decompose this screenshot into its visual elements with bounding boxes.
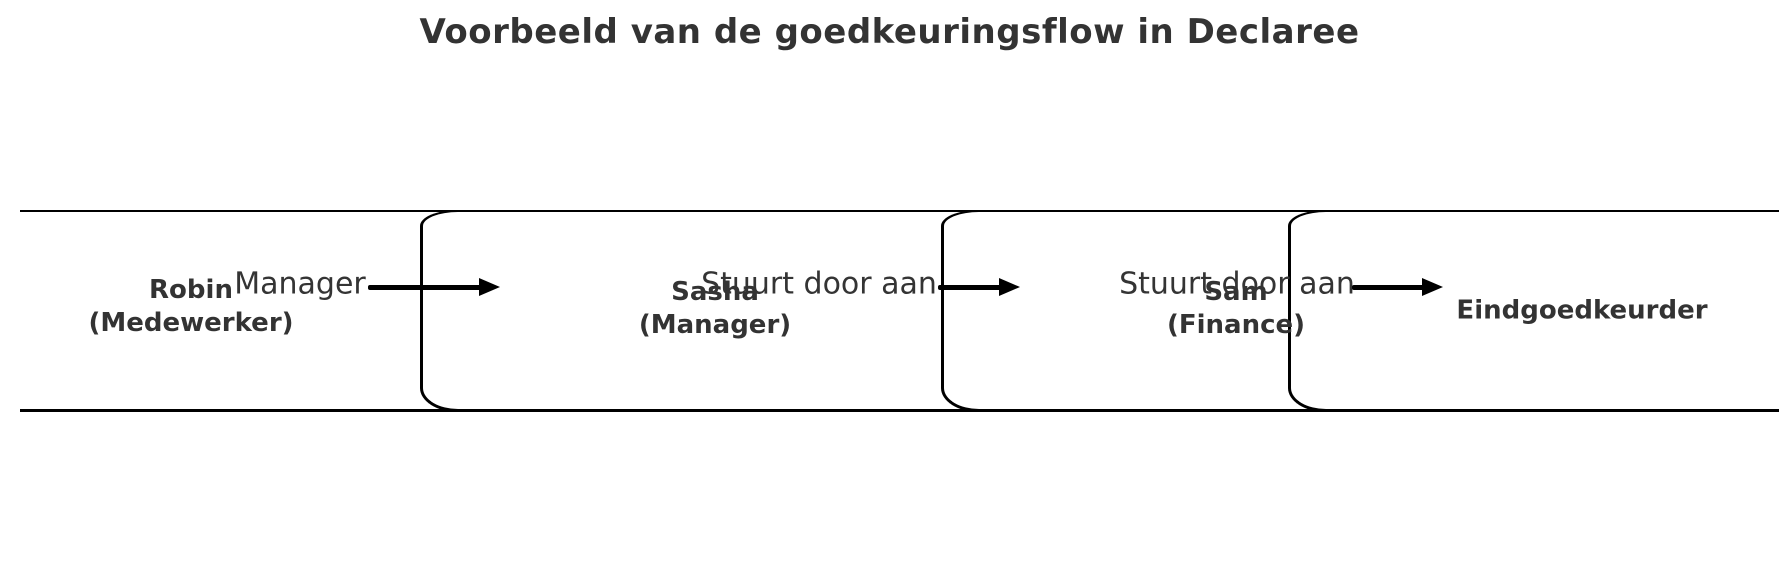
- node-label-eindgoedkeurder: Eindgoedkeurder: [1456, 295, 1707, 328]
- diagram-title: Voorbeeld van de goedkeuringsflow in Dec…: [419, 12, 1360, 52]
- edge-label-manager: Manager: [234, 266, 366, 302]
- node-label-sam: Sam (Finance): [1167, 276, 1305, 342]
- node-label-line: (Medewerker): [88, 308, 294, 338]
- node-label-sasha: Sasha (Manager): [639, 276, 791, 342]
- node-label-line: Sam: [1204, 277, 1268, 307]
- edge-label-stuurt-door-aan-2: Stuurt door aan: [1119, 266, 1355, 302]
- node-label-line: (Manager): [638, 310, 792, 340]
- edge-label-stuurt-door-aan-1: Stuurt door aan: [701, 266, 937, 302]
- arrow-head-icon: [999, 278, 1020, 296]
- node-label-line: Eindgoedkeurder: [1456, 295, 1708, 326]
- arrow-shaft: [368, 285, 484, 290]
- node-label-line: (Finance): [1166, 310, 1306, 340]
- node-label-line: Sasha: [671, 277, 759, 307]
- arrow-head-icon: [479, 278, 500, 296]
- node-label-robin: Robin (Medewerker): [88, 274, 293, 340]
- node-label-line: Robin: [149, 275, 233, 305]
- arrow-head-icon: [1422, 278, 1443, 296]
- node-box-eindgoedkeurder: [1288, 210, 1779, 412]
- arrow-shaft: [1352, 285, 1427, 290]
- arrow-shaft: [938, 285, 1004, 290]
